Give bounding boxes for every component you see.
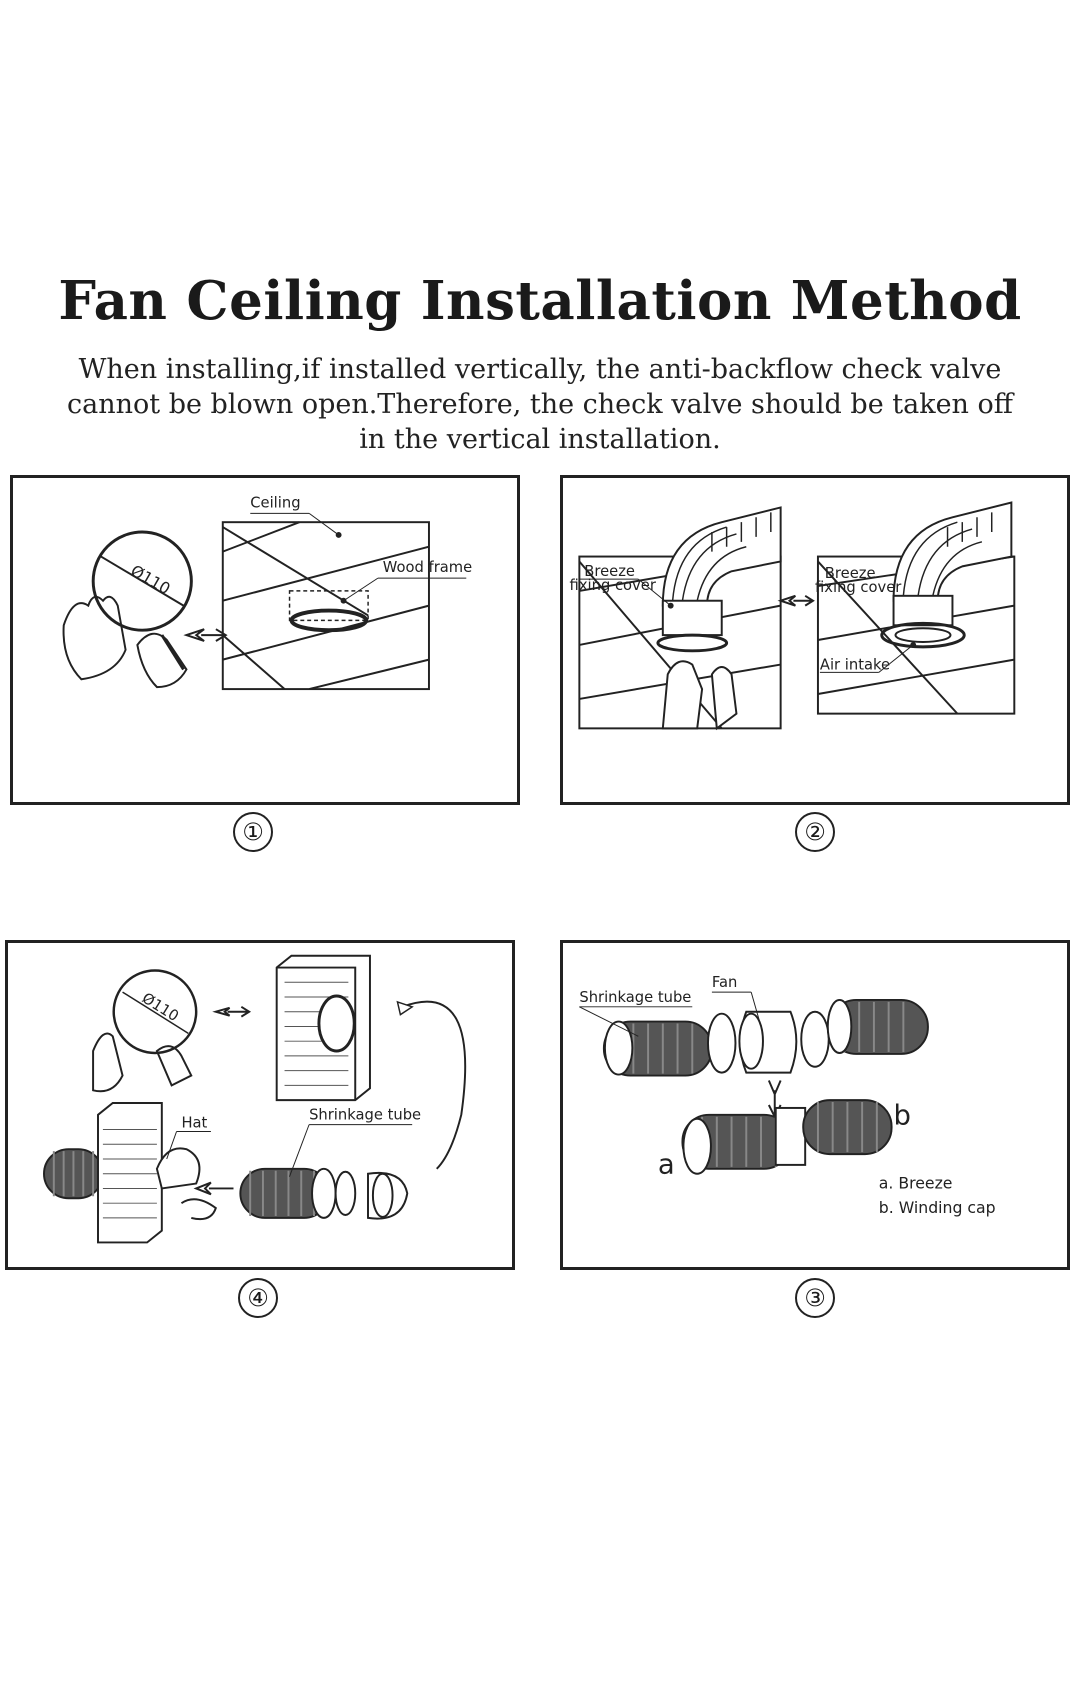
step-1-illustration: Ø110 Ceiling Wood frame xyxy=(13,478,517,802)
shrinkage-tube-label-3: Shrinkage tube xyxy=(579,989,691,1006)
panel-step-3: Shrinkage tube Fan a b a. Breeze b. Wind… xyxy=(560,940,1070,1270)
panel-step-4: Ø110 Hat Shrinkage tube xyxy=(5,940,515,1270)
step-4-illustration: Ø110 Hat Shrinkage tube xyxy=(8,943,512,1267)
panel-step-2: Breeze fixing cover Breeze fixing cover … xyxy=(560,475,1070,805)
fan-label: Fan xyxy=(712,974,737,991)
legend-a: a. Breeze xyxy=(879,1173,953,1192)
label-b: b xyxy=(894,1100,911,1132)
shrinkage-tube-label-4: Shrinkage tube xyxy=(309,1107,421,1124)
legend-b: b. Winding cap xyxy=(879,1198,996,1217)
fixing-cover-label-2: fixing cover xyxy=(815,579,902,596)
step-2-number: ② xyxy=(795,812,835,852)
air-intake-label: Air intake xyxy=(820,656,890,673)
instruction-text: When installing,if installed vertically,… xyxy=(60,352,1020,457)
page-title: Fan Ceiling Installation Method xyxy=(0,270,1080,332)
label-a: a xyxy=(658,1149,675,1181)
hat-label: Hat xyxy=(181,1115,207,1132)
diameter-label-2: Ø110 xyxy=(139,990,182,1025)
wood-frame-label: Wood frame xyxy=(383,559,472,576)
step-3-number: ③ xyxy=(795,1278,835,1318)
step-3-illustration: Shrinkage tube Fan a b a. Breeze b. Wind… xyxy=(563,943,1067,1267)
diameter-label-1: Ø110 xyxy=(128,561,174,599)
step-4-number: ④ xyxy=(238,1278,278,1318)
step-2-illustration: Breeze fixing cover Breeze fixing cover … xyxy=(563,478,1067,802)
ceiling-label: Ceiling xyxy=(250,494,300,511)
step-1-number: ① xyxy=(233,812,273,852)
panel-step-1: Ø110 Ceiling Wood frame xyxy=(10,475,520,805)
